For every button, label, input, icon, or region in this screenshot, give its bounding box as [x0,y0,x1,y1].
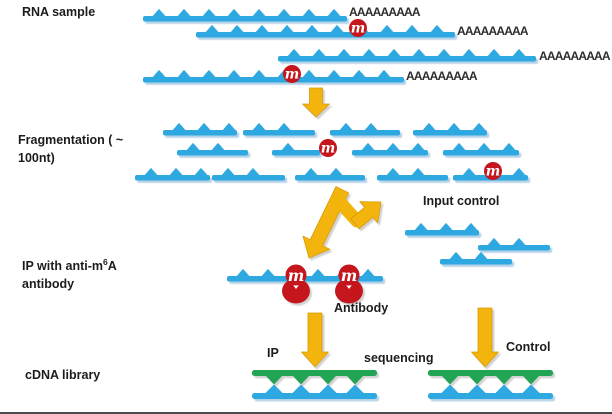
svg-text:m: m [288,266,305,285]
m6a-mark: m [349,19,367,37]
rna-fragment [413,123,487,136]
svg-text:m: m [321,141,335,157]
ip-antibody-label-line2: antibody [22,277,75,292]
flow-arrow [471,307,499,368]
rna-fragment [352,143,428,156]
input-fragment [478,238,550,251]
rna-fragment [177,143,248,156]
flow-arrow [350,201,382,230]
rna-strand [196,25,455,38]
m6a-mark: m [484,162,502,180]
rna-fragment [295,168,365,181]
ip-antibody-label: IP with anti-m6A antibody [22,253,117,293]
ip-branch-label: IP [267,346,279,360]
m6a-mark: m [319,139,337,157]
svg-text:m: m [351,21,365,37]
rna-fragment [330,123,400,136]
fragmentation-label-line1: Fragmentation ( ~ [18,133,124,147]
polya-tail: AAAAAAAAA [457,24,529,38]
fragmentation-label: Fragmentation ( ~ 100nt) [18,131,123,167]
input-control-label: Input control [423,194,500,208]
ip-antibody-label-line1: IP with anti-m6A [22,257,117,274]
input-fragment [440,252,512,265]
svg-text:m: m [486,164,500,180]
polya-tail: AAAAAAAAA [539,49,611,63]
sequencing-label: sequencing [364,351,434,365]
fragmentation-label-line2: 100nt) [18,151,55,165]
rna-strand [143,9,347,22]
cdna-duplex-ip [252,370,377,399]
rna-fragment [443,143,519,156]
rna-fragment [163,123,237,136]
rna-fragment [212,168,285,181]
rna-fragment [377,168,448,181]
antibody-complex: m [282,264,310,304]
polya-tail: AAAAAAAAA [349,5,421,19]
cdna-duplex-control [428,370,553,399]
rna-sample-label: RNA sample [22,5,96,19]
m6a-mark: m [283,65,301,83]
rna-fragment [272,143,320,156]
input-fragment [405,223,479,236]
rna-strand [143,70,404,83]
antibody-label: Antibody [334,301,389,315]
svg-text:m: m [341,266,358,285]
polya-tail: AAAAAAAAA [406,69,478,83]
flow-arrow [301,312,329,368]
svg-text:m: m [285,67,299,83]
rna-fragment [243,123,315,136]
rna-fragment [135,168,210,181]
cdna-library-label: cDNA library [25,368,101,382]
control-branch-label: Control [506,340,551,354]
m6a-mark: m [285,264,307,286]
antibody-complex: m [335,264,363,304]
rna-strand [278,49,536,62]
flow-arrow [302,87,330,118]
m6a-mark: m [338,264,360,286]
